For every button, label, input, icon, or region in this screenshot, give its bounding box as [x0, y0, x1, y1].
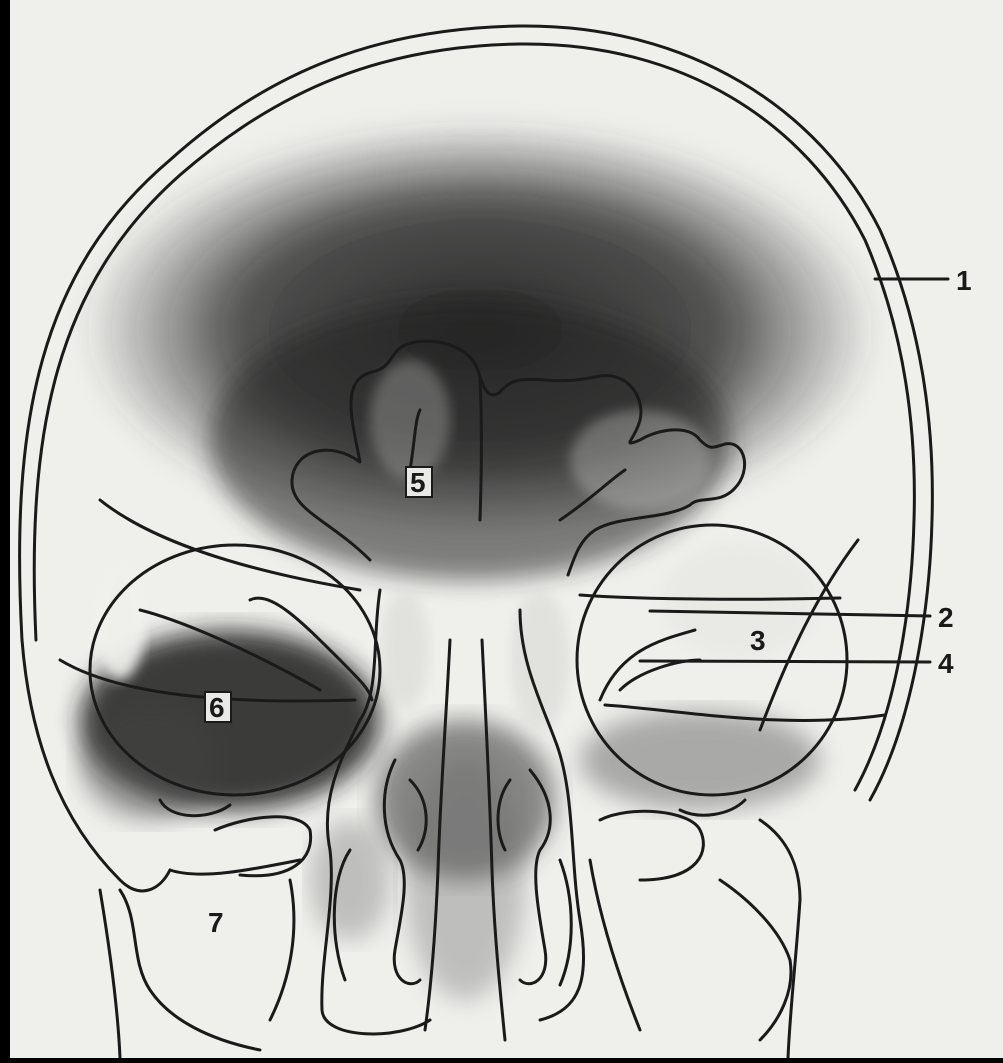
leader-line-4 — [640, 661, 930, 662]
label-3: 3 — [750, 625, 766, 656]
label-7: 7 — [208, 907, 224, 938]
label-1: 1 — [956, 265, 972, 296]
label-2: 2 — [938, 602, 954, 633]
label-5: 5 — [410, 467, 426, 498]
label-6: 6 — [209, 692, 225, 723]
label-4: 4 — [938, 648, 954, 679]
